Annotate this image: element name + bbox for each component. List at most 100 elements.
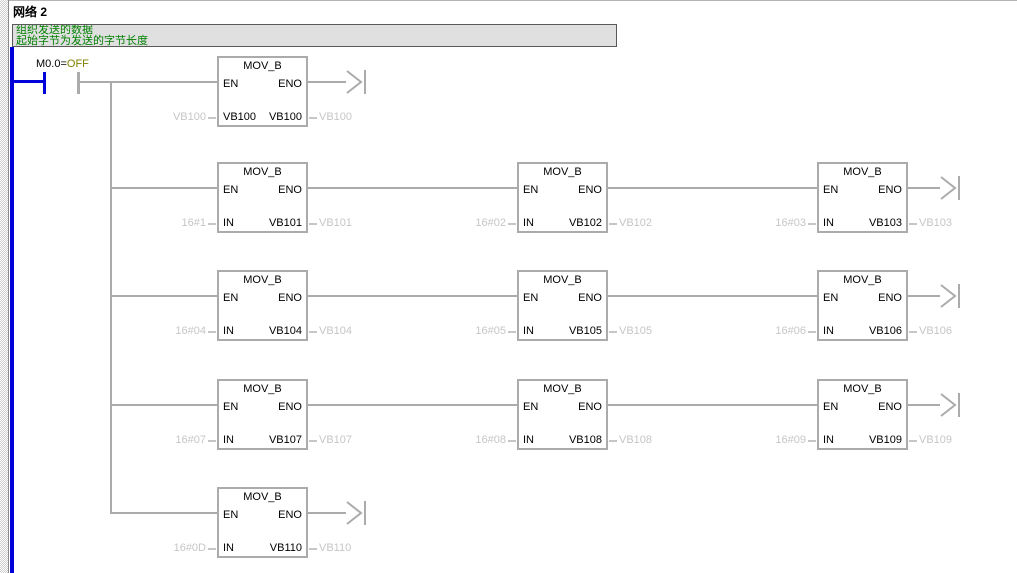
pin-stub-wire <box>208 440 216 442</box>
pin-en-label: EN <box>823 292 839 304</box>
pin-out-label[interactable]: VB108 <box>568 434 602 446</box>
mov-b-block[interactable]: MOV_B EN ENO IN VB105 <box>517 270 608 341</box>
input-operand-label[interactable]: 16#09 <box>775 434 806 446</box>
pin-en-label: EN <box>823 401 839 413</box>
pin-out-label[interactable]: VB100 <box>268 111 302 123</box>
pin-en-label: EN <box>223 292 239 304</box>
mov-b-block[interactable]: MOV_B EN ENO IN VB103 <box>817 162 908 233</box>
mov-b-block[interactable]: MOV_B EN ENO IN VB108 <box>517 379 608 450</box>
block-instruction-label: MOV_B <box>543 166 582 178</box>
input-operand-label[interactable]: 16#0D <box>173 542 206 554</box>
output-operand-label[interactable]: VB105 <box>619 325 653 337</box>
pin-out-label[interactable]: VB105 <box>568 325 602 337</box>
pin-eno-label: ENO <box>278 292 302 304</box>
input-operand-label[interactable]: 16#03 <box>775 217 806 229</box>
pin-in-label[interactable]: IN <box>823 217 834 229</box>
pin-in-label[interactable]: IN <box>523 325 534 337</box>
pin-stub-wire <box>309 117 317 119</box>
pin-stub-wire <box>609 223 617 225</box>
pin-eno-label: ENO <box>578 292 602 304</box>
rung-wire <box>110 187 217 189</box>
pin-in-label[interactable]: IN <box>223 325 234 337</box>
output-operand-label[interactable]: VB101 <box>319 217 353 229</box>
mov-b-block[interactable]: MOV_B EN ENO IN VB102 <box>517 162 608 233</box>
rung-wire <box>79 81 217 83</box>
rung-wire <box>608 295 817 297</box>
pin-in-label[interactable]: IN <box>823 434 834 446</box>
input-operand-label[interactable]: 16#05 <box>475 325 506 337</box>
mov-b-block[interactable]: MOV_B EN ENO IN VB110 <box>217 487 308 558</box>
rung-wire <box>308 81 346 83</box>
continuation-arrow-icon <box>346 501 366 525</box>
output-operand-label[interactable]: VB100 <box>319 111 353 123</box>
block-instruction-label: MOV_B <box>543 383 582 395</box>
mov-b-block[interactable]: MOV_B EN ENO IN VB106 <box>817 270 908 341</box>
input-operand-label[interactable]: VB100 <box>172 111 206 123</box>
output-operand-label[interactable]: VB110 <box>319 542 352 554</box>
rung-wire <box>110 404 217 406</box>
pin-en-label: EN <box>223 401 239 413</box>
input-operand-label[interactable]: 16#08 <box>475 434 506 446</box>
pin-out-label[interactable]: VB103 <box>868 217 902 229</box>
output-operand-label[interactable]: VB108 <box>619 434 653 446</box>
pin-in-label[interactable]: IN <box>223 542 234 554</box>
pin-out-label[interactable]: VB102 <box>568 217 602 229</box>
pin-in-label[interactable]: IN <box>223 434 234 446</box>
pin-stub-wire <box>808 440 816 442</box>
input-operand-label[interactable]: 16#06 <box>775 325 806 337</box>
contact-operand-label[interactable]: M0.0=OFF <box>36 58 89 70</box>
contact-status-value: OFF <box>66 58 89 70</box>
pin-eno-label: ENO <box>278 184 302 196</box>
output-operand-label[interactable]: VB109 <box>919 434 953 446</box>
pin-eno-label: ENO <box>878 184 902 196</box>
contact-left-bar[interactable] <box>43 72 46 94</box>
pin-out-label[interactable]: VB109 <box>868 434 902 446</box>
pin-in-label[interactable]: IN <box>523 217 534 229</box>
output-operand-label[interactable]: VB106 <box>919 325 953 337</box>
pin-eno-label: ENO <box>278 78 302 90</box>
mov-b-block[interactable]: MOV_B EN ENO IN VB104 <box>217 270 308 341</box>
pin-out-label[interactable]: VB110 <box>269 542 302 554</box>
continuation-arrow-icon <box>346 70 366 94</box>
mov-b-block[interactable]: MOV_B EN ENO VB100 VB100 <box>217 56 308 127</box>
pin-stub-wire <box>508 331 516 333</box>
network-comment[interactable]: 组织发送的数据 起始字节为发送的字节长度 <box>12 24 617 47</box>
pin-eno-label: ENO <box>878 401 902 413</box>
rung-wire <box>608 187 817 189</box>
pin-out-label[interactable]: VB101 <box>268 217 302 229</box>
rung-wire <box>608 404 817 406</box>
pin-en-label: EN <box>223 509 239 521</box>
output-operand-label[interactable]: VB104 <box>319 325 353 337</box>
pin-stub-wire <box>609 331 617 333</box>
pin-in-label[interactable]: IN <box>823 325 834 337</box>
output-operand-label[interactable]: VB102 <box>619 217 653 229</box>
pin-in-label[interactable]: VB100 <box>223 111 257 123</box>
input-operand-label[interactable]: 16#04 <box>175 325 206 337</box>
pin-in-label[interactable]: IN <box>223 217 234 229</box>
pin-eno-label: ENO <box>278 509 302 521</box>
mov-b-block[interactable]: MOV_B EN ENO IN VB109 <box>817 379 908 450</box>
pin-out-label[interactable]: VB106 <box>868 325 902 337</box>
comment-line-1: 组织发送的数据 <box>16 24 93 36</box>
block-instruction-label: MOV_B <box>543 274 582 286</box>
pin-out-label[interactable]: VB107 <box>268 434 302 446</box>
output-operand-label[interactable]: VB107 <box>319 434 353 446</box>
network-title[interactable]: 网络 2 <box>13 5 48 19</box>
mov-b-block[interactable]: MOV_B EN ENO IN VB107 <box>217 379 308 450</box>
pin-out-label[interactable]: VB104 <box>268 325 302 337</box>
mov-b-block[interactable]: MOV_B EN ENO IN VB101 <box>217 162 308 233</box>
input-operand-label[interactable]: 16#02 <box>475 217 506 229</box>
input-operand-label[interactable]: 16#1 <box>181 217 206 229</box>
block-instruction-label: MOV_B <box>243 274 282 286</box>
input-operand-label[interactable]: 16#07 <box>175 434 206 446</box>
output-operand-label[interactable]: VB103 <box>919 217 953 229</box>
block-instruction-label: MOV_B <box>843 166 882 178</box>
pin-stub-wire <box>508 223 516 225</box>
contact-right-bar[interactable] <box>77 72 80 94</box>
contact-equals: = <box>60 58 67 70</box>
pin-in-label[interactable]: IN <box>523 434 534 446</box>
pin-en-label: EN <box>523 292 539 304</box>
pin-eno-label: ENO <box>578 184 602 196</box>
continuation-arrow-icon <box>940 393 960 417</box>
rung-wire <box>110 512 217 514</box>
